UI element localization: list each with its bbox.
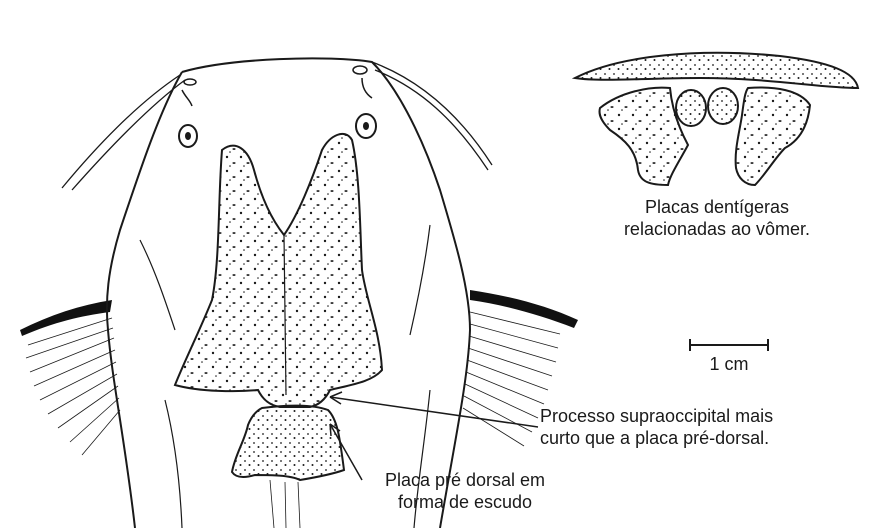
- cranial-shield: [175, 134, 382, 407]
- plate-caption: Placa pré dorsal em forma de escudo: [345, 469, 585, 513]
- left-barbel: [62, 75, 185, 190]
- plate-line1: Placa pré dorsal em: [345, 469, 585, 491]
- vomer-plate-left: [599, 88, 688, 185]
- eye-right: [356, 114, 376, 138]
- vomer-plate-right: [736, 88, 810, 185]
- eye-left: [179, 125, 197, 147]
- scale-label: 1 cm: [690, 353, 768, 375]
- process-arrow: [330, 392, 538, 427]
- vomer-plates-line2: relacionadas ao vômer.: [582, 218, 852, 240]
- nostril-right: [353, 66, 372, 98]
- left-pectoral-rays: [26, 318, 120, 455]
- right-barbel: [372, 62, 492, 170]
- plate-line2: forma de escudo: [345, 491, 585, 513]
- nostril-left: [182, 79, 196, 106]
- vomer-plate-center-left: [676, 90, 706, 126]
- dorsal-lines: [270, 480, 300, 528]
- right-pectoral-spine: [470, 290, 578, 328]
- process-line2: curto que a placa pré-dorsal.: [540, 427, 773, 449]
- scale-bar: [690, 339, 768, 351]
- predorsal-plate: [232, 406, 344, 480]
- process-line1: Processo supraoccipital mais: [540, 405, 773, 427]
- process-caption: Processo supraoccipital mais curto que a…: [540, 405, 773, 449]
- vomer-plates-caption: Placas dentígeras relacionadas ao vômer.: [582, 196, 852, 240]
- vomer-plate-center-right: [708, 88, 738, 124]
- vomer-plates-line1: Placas dentígeras: [582, 196, 852, 218]
- left-pectoral-spine: [20, 300, 112, 336]
- vomer-bar: [575, 53, 858, 88]
